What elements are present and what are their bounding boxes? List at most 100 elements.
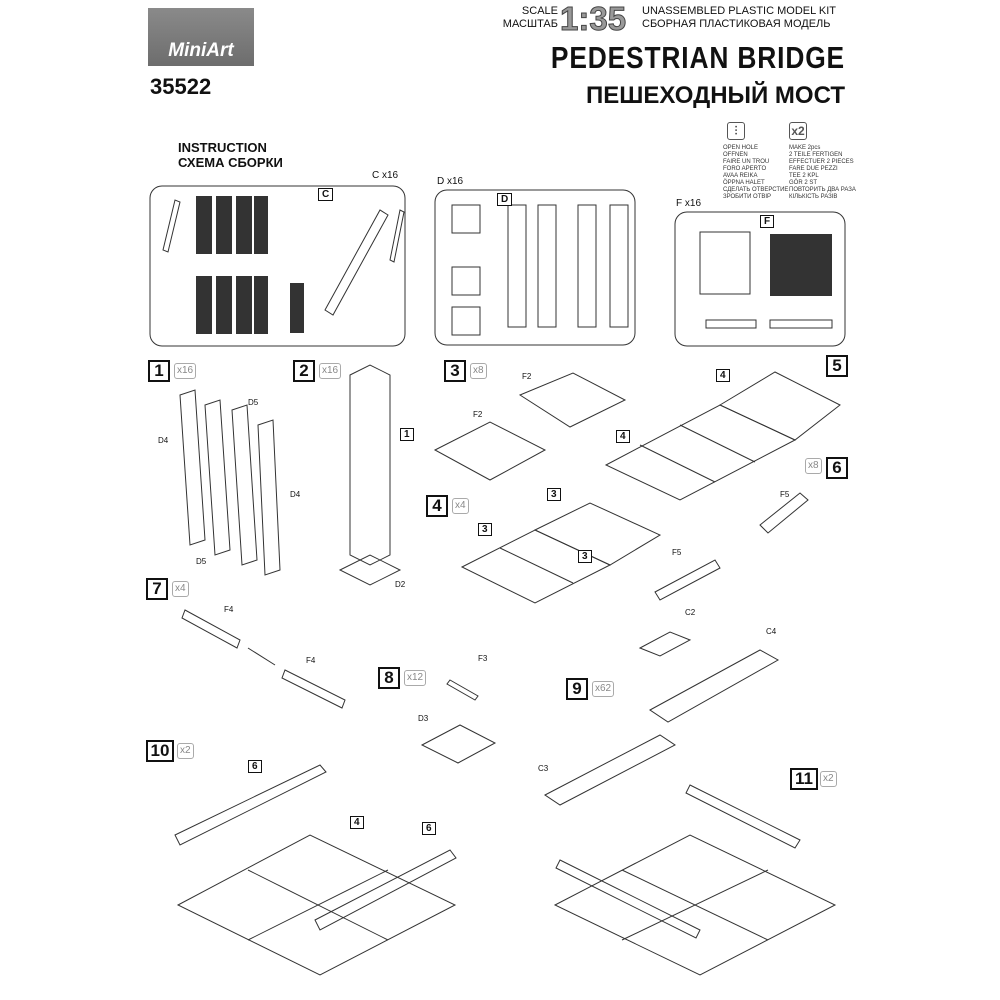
step3-plates: [433, 372, 627, 481]
step10-assembly: [174, 764, 457, 976]
step-11: 11: [790, 768, 818, 790]
step-9: 9: [566, 678, 588, 700]
part-label: 3: [478, 523, 492, 536]
legend-line: OFFNEN: [723, 152, 748, 158]
part-label: D3: [418, 714, 429, 723]
step-2-mult: x16: [319, 363, 342, 379]
part-label: 3: [578, 550, 592, 563]
legend-line: СДЕЛАТЬ ОТВЕРСТИЕ: [723, 187, 789, 193]
part-label: D2: [395, 580, 406, 589]
part-label: F4: [306, 656, 316, 665]
step-7-mult: x4: [172, 581, 189, 597]
sprue-c-ladder: [162, 199, 405, 316]
part-label: D4: [158, 436, 169, 445]
scale-label-en: SCALE: [521, 5, 558, 17]
step-9-mult: x62: [592, 681, 615, 697]
part-label: D4: [290, 490, 301, 499]
step8-parts: [420, 679, 497, 764]
sprue-d-trusses: [451, 204, 629, 336]
part-label: C3: [538, 764, 549, 773]
legend-line: 2 TEILE FERTIGEN: [789, 152, 843, 158]
part-label: F2: [522, 372, 532, 381]
legend-line: ÖPPNA HALET: [723, 180, 765, 186]
miniart-logo: MiniArt: [148, 8, 254, 66]
step-3-mult: x8: [470, 363, 487, 379]
step-10-mult: x2: [177, 743, 194, 759]
step-6: 6: [826, 457, 848, 479]
legend-line: GÖR 2 ST: [789, 180, 818, 186]
part-label: D5: [248, 398, 259, 407]
part-label: F5: [672, 548, 682, 557]
sprue-f-qty: F x16: [676, 198, 702, 209]
scale-value: 1:35: [559, 0, 627, 38]
sprue-f-frame: [674, 211, 846, 347]
step-7: 7: [146, 578, 168, 600]
legend-line: ЗРОБИТИ ОТВІР: [723, 194, 772, 200]
step11-assembly: [553, 784, 837, 976]
part-label: F5: [780, 490, 790, 499]
step-11-mult: x2: [820, 771, 837, 787]
sprue-d-tag: D: [497, 193, 513, 206]
sprue-c-frame: [149, 185, 406, 347]
part-label: D5: [196, 557, 207, 566]
step-5: 5: [826, 355, 848, 377]
legend-line: FORO APERTO: [723, 166, 767, 172]
step-8: 8: [378, 667, 400, 689]
part-label: 1: [400, 428, 414, 441]
step-3: 3: [444, 360, 466, 382]
sprue-d-frame: [434, 189, 636, 346]
legend-line: FAIRE UN TROU: [723, 159, 770, 165]
step-6-mult: x8: [805, 458, 822, 474]
brand-text: MiniArt: [168, 40, 234, 61]
kit-type-ru: СБОРНАЯ ПЛАСТИКОВАЯ МОДЕЛЬ: [642, 18, 831, 30]
legend-line: OPEN HOLE: [723, 145, 759, 151]
part-label: 4: [350, 816, 364, 829]
sprue-d-qty: D x16: [437, 176, 464, 187]
part-label: F2: [473, 410, 483, 419]
legend-line: TEE 2 KPL: [789, 173, 819, 179]
step2-tower: [338, 364, 402, 586]
legend-line: КІЛЬКІСТЬ РАЗІВ: [789, 194, 838, 200]
part-label: F3: [478, 654, 488, 663]
legend-line: ПОВТОРИТЬ ДВА РАЗА: [789, 187, 856, 193]
legend-line: MAKE 2pcs: [789, 145, 821, 151]
legend-line: EFFECTUER 2 PIECES: [789, 159, 854, 165]
sprue-c-qty: C x16: [372, 170, 399, 181]
step7-beams: [181, 609, 346, 709]
part-label: 6: [248, 760, 262, 773]
scale-label-ru: МАСШТАБ: [502, 18, 558, 30]
kit-type-en: UNASSEMBLED PLASTIC MODEL KIT: [642, 5, 836, 17]
instruction-en: INSTRUCTION: [178, 140, 267, 155]
part-label: 4: [716, 369, 730, 382]
step-4: 4: [426, 495, 448, 517]
page-subtitle: ПЕШЕХОДНЫЙ МОСТ: [585, 82, 845, 109]
sprue-f-tag: F: [760, 215, 775, 228]
step1-trusses: [179, 389, 281, 576]
step-4-mult: x4: [452, 498, 469, 514]
drill-icon: ⫶: [727, 122, 745, 140]
part-label: C2: [685, 608, 696, 617]
make-two-icon: x2: [789, 122, 807, 140]
step6-beams: [654, 492, 809, 601]
part-label: C4: [766, 627, 777, 636]
step-1-mult: x16: [174, 363, 197, 379]
sprue-c-tag: C: [318, 188, 334, 201]
part-label: 3: [547, 488, 561, 501]
step-2: 2: [293, 360, 315, 382]
part-label: F4: [224, 605, 234, 614]
step-1: 1: [148, 360, 170, 382]
step-10: 10: [146, 740, 174, 762]
legend-line: FARE DUE PEZZI: [789, 166, 838, 172]
step-8-mult: x12: [404, 670, 427, 686]
part-label: 4: [616, 430, 630, 443]
step9-parts: [544, 631, 780, 806]
kit-number: 35522: [150, 74, 212, 99]
step5-plates: [604, 371, 841, 501]
sprue-c-mesh: [196, 196, 832, 334]
